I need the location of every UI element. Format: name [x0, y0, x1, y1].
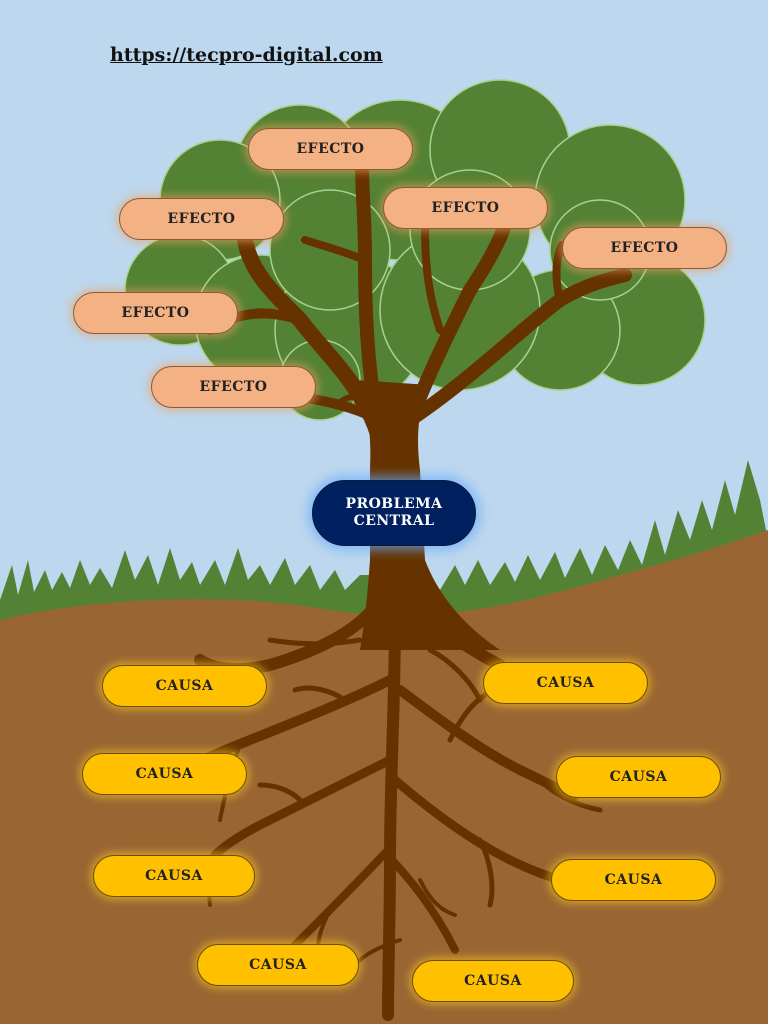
central-problem-box: PROBLEMA CENTRAL — [312, 480, 476, 546]
cause-box: CAUSA — [102, 665, 267, 707]
cause-box: CAUSA — [412, 960, 574, 1002]
cause-box: CAUSA — [483, 662, 648, 704]
cause-box: CAUSA — [556, 756, 721, 798]
cause-box: CAUSA — [197, 944, 359, 986]
cause-box: CAUSA — [551, 859, 716, 901]
effect-box: EFECTO — [73, 292, 238, 334]
effect-box: EFECTO — [151, 366, 316, 408]
central-problem-line2: CENTRAL — [353, 513, 435, 529]
grass-band — [0, 460, 768, 620]
central-problem-line1: PROBLEMA — [345, 496, 443, 512]
cause-box: CAUSA — [82, 753, 247, 795]
effect-box: EFECTO — [383, 187, 548, 229]
effect-box: EFECTO — [119, 198, 284, 240]
website-url-link[interactable]: https://tecpro-digital.com — [110, 44, 383, 66]
effect-box: EFECTO — [248, 128, 413, 170]
tree-trunk — [355, 380, 500, 650]
effect-box: EFECTO — [562, 227, 727, 269]
cause-box: CAUSA — [93, 855, 255, 897]
